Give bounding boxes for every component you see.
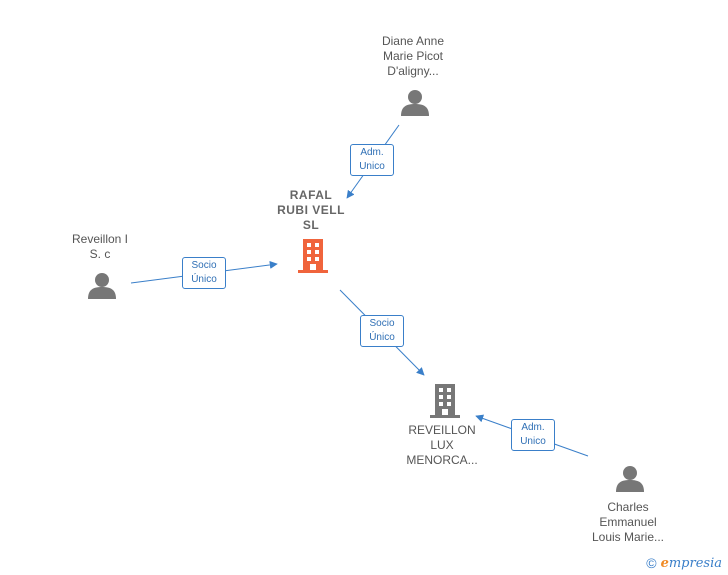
edge-label-line: Unico [359, 161, 385, 172]
brand-logo[interactable]: empresia [661, 556, 722, 571]
node-label-line: Louis Marie... [591, 530, 665, 544]
node-label-line: LUX [430, 438, 454, 452]
person-icon[interactable] [88, 273, 116, 299]
node-label-line: Emmanuel [599, 515, 657, 529]
node-label-line: Marie Picot [382, 49, 444, 63]
brand-name: mpresia [668, 555, 722, 571]
person-icon[interactable] [616, 466, 644, 492]
brand-initial: e [660, 555, 669, 571]
edge-label-line: Unico [520, 436, 546, 447]
node-label-rafal[interactable]: RAFAL RUBI VELL SL [256, 188, 366, 233]
edge-label-line: Socio [369, 318, 395, 329]
node-label-charles[interactable]: Charles Emmanuel Louis Marie... [573, 500, 683, 545]
building-icon[interactable] [298, 239, 328, 273]
node-label-diane[interactable]: Diane Anne Marie Picot D'aligny... [358, 34, 468, 79]
node-label-line: S. c [89, 247, 111, 261]
edge-label-line: Adm. [360, 147, 384, 158]
building-icon[interactable] [430, 384, 460, 418]
edge-label-rafal-lux[interactable]: Socio Único [360, 315, 404, 347]
node-label-line: SL [302, 218, 320, 232]
edge-label-charles-lux[interactable]: Adm. Unico [511, 419, 555, 451]
edge-label-diane-rafal[interactable]: Adm. Unico [350, 144, 394, 176]
node-label-reveillon-sc[interactable]: Reveillon I S. c [45, 232, 155, 262]
edge-label-line: Único [191, 274, 217, 285]
node-label-line: REVEILLON [408, 423, 476, 437]
node-label-reveillon-lux[interactable]: REVEILLON LUX MENORCA... [387, 423, 497, 468]
node-label-line: Charles [607, 500, 649, 514]
node-label-line: Diane Anne [381, 34, 445, 48]
edge-label-reveillon-rafal[interactable]: Socio Único [182, 257, 226, 289]
node-label-line: RAFAL [289, 188, 333, 202]
edge-label-line: Socio [191, 260, 217, 271]
footer-brand: © empresia [646, 555, 722, 571]
copyright-icon: © [646, 555, 657, 571]
edge-label-line: Único [369, 332, 395, 343]
edge-label-line: Adm. [521, 422, 545, 433]
node-label-line: D'aligny... [387, 64, 439, 78]
node-label-line: MENORCA... [406, 453, 478, 467]
person-icon[interactable] [401, 90, 429, 116]
node-label-line: Reveillon I [71, 232, 129, 246]
node-label-line: RUBI VELL [277, 203, 345, 217]
